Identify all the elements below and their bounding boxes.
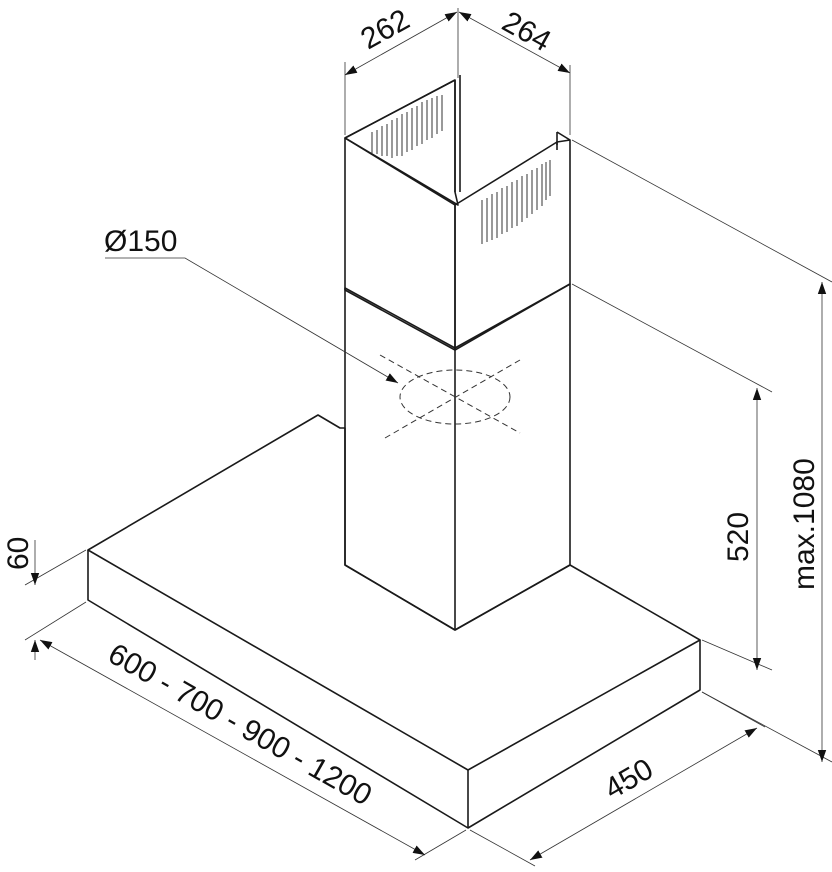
dim-max-height: max.1080 [788,458,821,590]
vent-slots-right [481,160,551,244]
upper-chimney [344,75,571,351]
dim-chimney-depth: 264 [497,5,557,58]
dim-lower-chimney-height: 520 [722,512,755,562]
lower-chimney [344,283,571,631]
dim-canopy-depth: 450 [599,752,659,806]
canopy [87,414,701,829]
vent-slots-left [371,95,443,158]
dim-chimney-width: 262 [355,3,415,56]
dim-duct-diameter: Ø150 [104,225,177,258]
dim-widths: 600 - 700 - 900 - 1200 [103,637,378,812]
dim-canopy-thickness: 60 [2,537,35,570]
dimension-lines [24,8,832,867]
duct-outlet [379,354,521,439]
